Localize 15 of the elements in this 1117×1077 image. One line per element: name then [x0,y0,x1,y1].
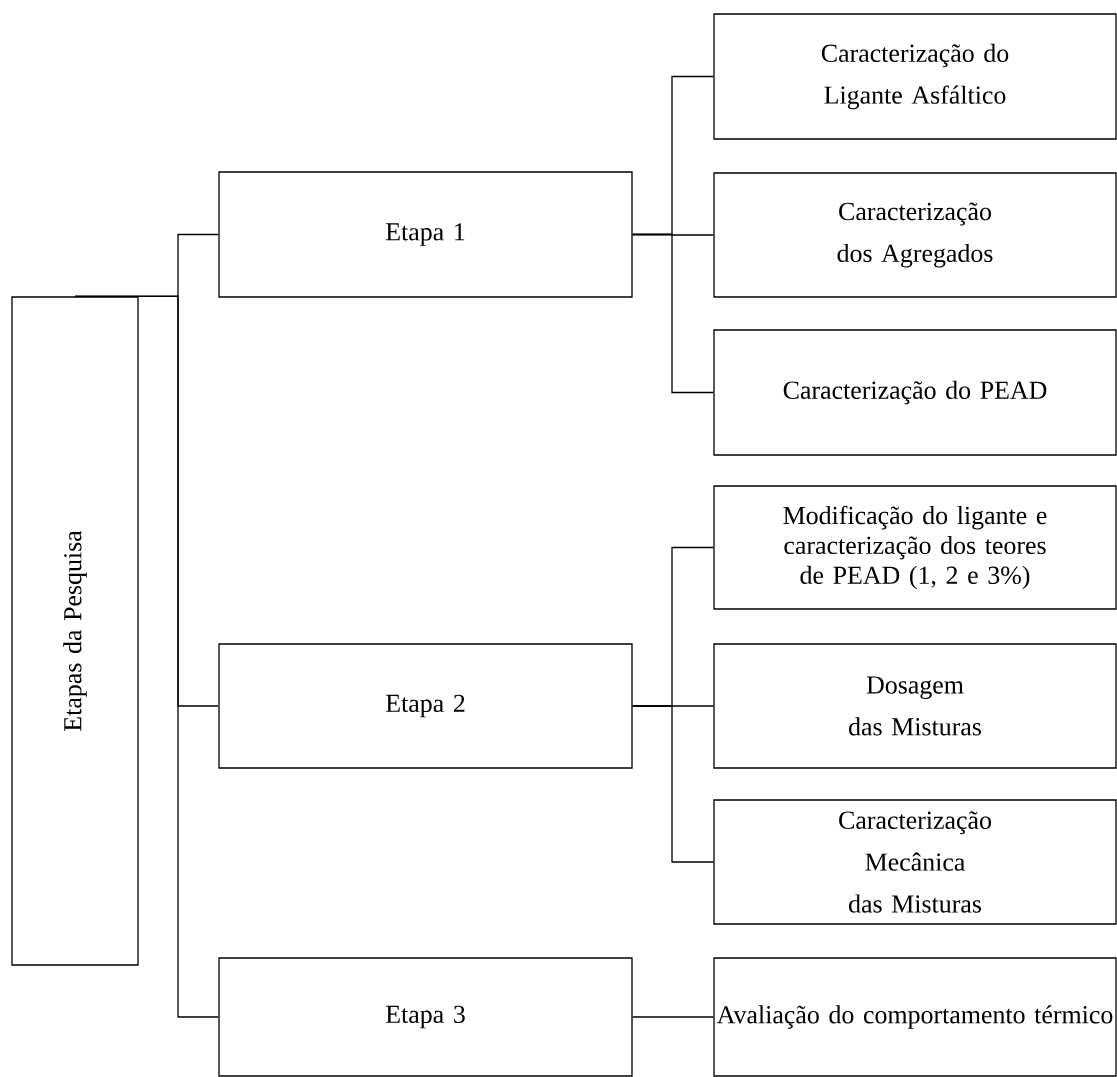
step-box: Caracterização Mecânica das Misturas [713,799,1117,925]
step-box: Etapa 2 [218,643,633,769]
step-box: Etapa 1 [218,171,633,298]
connector [632,1016,714,1018]
step-box: Modificação do ligante e caracterização dos teores de PEAD (1, 2 e 3%) [713,485,1117,610]
connector [632,705,714,863]
step-box: Dosagem das Misturas [713,643,1117,769]
step-box: Avaliação do comportamento térmico [713,957,1117,1077]
connector [632,233,714,394]
main-box: Etapas da Pesquisa [11,296,139,966]
step-box: Etapa 3 [218,957,633,1077]
step-box: Caracterização do Ligante Asfáltico [713,13,1117,140]
step-box: Caracterização dos Agregados [713,172,1117,298]
step-box: Caracterização do PEAD [713,329,1117,456]
connector [74,295,219,1018]
